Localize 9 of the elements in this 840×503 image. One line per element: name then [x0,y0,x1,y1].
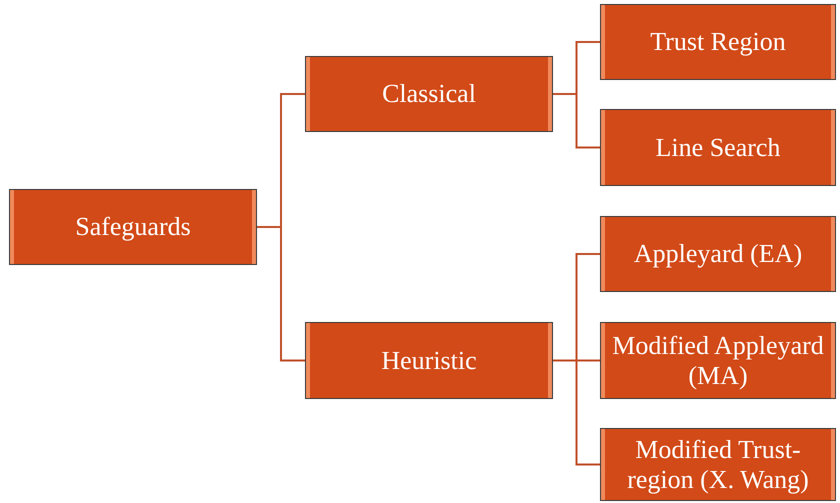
category-box: Appleyard (EA) [600,216,836,292]
category-box: Line Search [600,109,836,186]
category-box: Modified Trust-region (X. Wang) [600,428,836,501]
category-box: Classical [305,56,553,132]
connector-line [553,93,600,148]
category-box: Trust Region [600,4,836,80]
category-box: Modified Appleyard (MA) [600,322,836,399]
category-box: Safeguards [9,189,257,265]
category-box: Heuristic [305,322,553,399]
